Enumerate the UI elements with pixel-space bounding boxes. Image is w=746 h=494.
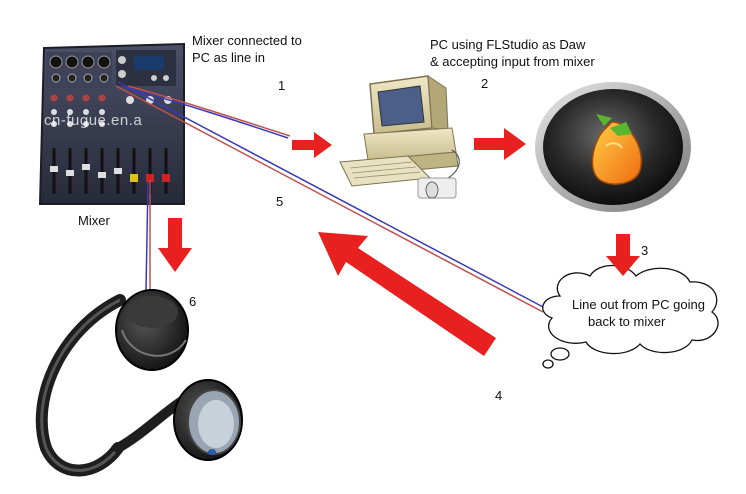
step-number-6: 6 bbox=[189, 294, 197, 309]
fl-studio-logo-icon bbox=[535, 82, 691, 212]
cable-mixer-to-pc bbox=[125, 85, 291, 139]
step-number-4: 4 bbox=[495, 388, 503, 403]
mixer-icon bbox=[38, 42, 185, 205]
cloud-text-line-2: back to mixer bbox=[588, 314, 666, 329]
arrow-step-6 bbox=[158, 218, 192, 272]
headphones-icon bbox=[35, 289, 243, 477]
pc-caption: PC using FLStudio as Daw bbox=[430, 37, 586, 52]
arrow-step-3 bbox=[606, 234, 640, 276]
arrow-step-5 bbox=[318, 232, 496, 356]
cable-mixer-to-headphones bbox=[145, 180, 151, 291]
step-number-3: 3 bbox=[641, 243, 649, 258]
pc-caption-line-2: & accepting input from mixer bbox=[430, 54, 595, 69]
cable-pc-to-mixer bbox=[115, 81, 546, 313]
mixer-caption-line-2: PC as line in bbox=[192, 50, 265, 65]
mixer-label: Mixer bbox=[78, 213, 110, 228]
arrow-step-2 bbox=[474, 128, 526, 160]
mixer-caption: Mixer connected to bbox=[192, 33, 302, 48]
watermark: cn-fugue.en.a bbox=[44, 112, 143, 129]
step-number-2: 2 bbox=[481, 76, 489, 91]
step-number-1: 1 bbox=[278, 78, 286, 93]
step-number-5: 5 bbox=[276, 194, 284, 209]
thought-cloud-icon bbox=[542, 264, 719, 369]
cloud-text-line-1: Line out from PC going bbox=[572, 297, 705, 312]
arrow-step-1 bbox=[292, 132, 332, 158]
computer-icon bbox=[339, 75, 460, 199]
